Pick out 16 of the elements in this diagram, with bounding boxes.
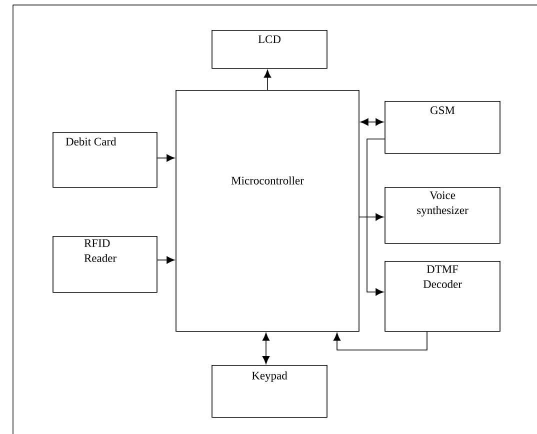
block-box: DTMF Decoder xyxy=(384,261,500,332)
block-box: Keypad xyxy=(212,365,328,418)
arrow xyxy=(157,256,175,264)
block-box: Microcontroller xyxy=(176,90,360,332)
block-box: Debit Card xyxy=(52,132,158,188)
arrow xyxy=(157,154,175,162)
arrow xyxy=(366,138,385,296)
arrow xyxy=(360,118,384,126)
block-box: LCD xyxy=(212,30,328,69)
arrow xyxy=(333,331,428,350)
block-box: RFID Reader xyxy=(52,236,158,293)
arrow xyxy=(359,213,384,221)
arrow xyxy=(262,332,270,364)
block-box: GSM xyxy=(384,101,500,154)
arrow xyxy=(264,70,272,90)
block-box: Voice synthesizer xyxy=(384,187,500,244)
